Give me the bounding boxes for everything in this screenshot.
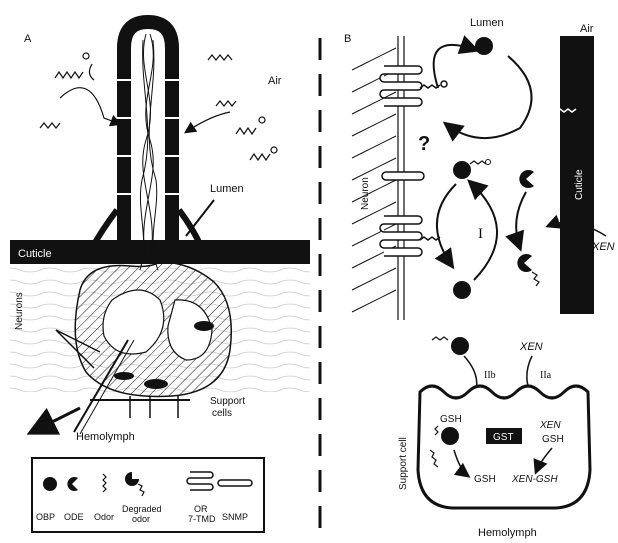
cycle-left-arrow xyxy=(437,184,456,266)
panel-b: B Neuron ? xyxy=(344,17,615,539)
air-label-a: Air xyxy=(268,75,282,87)
odor-molecules-air xyxy=(40,53,277,160)
degradation-arrow xyxy=(516,192,526,248)
gst-label: GST xyxy=(493,432,514,443)
snmp-receptor: ? xyxy=(382,133,430,180)
neuron-bodies xyxy=(56,262,231,434)
legend-ode: ODE xyxy=(64,512,84,522)
legend-obp: OBP xyxy=(36,512,55,522)
odor-entry-arrow-left xyxy=(60,88,120,124)
ode-degraded-odor xyxy=(517,254,532,272)
obp-free-bottom xyxy=(453,281,471,299)
cuticle-label: Cuticle xyxy=(18,248,52,260)
or-receptor-bottom xyxy=(380,216,440,256)
pathway-2a-label: IIa xyxy=(540,370,552,381)
cycle-right-arrow xyxy=(470,182,497,280)
dendrites xyxy=(140,34,158,270)
pathway-2b-label: IIb xyxy=(484,370,496,381)
neurons-label: Neurons xyxy=(14,292,25,330)
legend-degraded-1: Degraded xyxy=(122,504,162,514)
obp-free-top xyxy=(475,37,493,55)
cycle-roman-i: I xyxy=(478,226,483,242)
return-arrow xyxy=(446,56,532,138)
panel-a: A Cuticle xyxy=(10,22,310,443)
obp-odor-complex-lower xyxy=(451,337,469,355)
hemolymph-label-b: Hemolymph xyxy=(478,527,537,539)
lumen-label-a: Lumen xyxy=(210,183,244,195)
gsh-right: GSH xyxy=(542,434,564,445)
gsh-bottom: GSH xyxy=(474,474,496,485)
obp-icon xyxy=(43,477,57,491)
release-arrow xyxy=(434,45,476,88)
lumen-pointer xyxy=(186,200,214,236)
legend-degraded-2: odor xyxy=(132,514,150,524)
sensillum-hair xyxy=(84,22,208,262)
legend-odor: Odor xyxy=(94,512,114,522)
legend-7tmd: 7-TMD xyxy=(188,514,216,524)
lumen-label-b: Lumen xyxy=(470,17,504,29)
question-mark: ? xyxy=(418,133,430,155)
hemolymph-label-a: Hemolymph xyxy=(76,431,135,443)
cuticle-bar xyxy=(10,240,310,264)
xen-gsh-label: XEN-GSH xyxy=(511,474,558,485)
obp-in-cell xyxy=(441,427,459,445)
odor-entry-arrow-right xyxy=(186,112,230,132)
support-cell-outline xyxy=(418,386,590,508)
air-label-b: Air xyxy=(580,23,594,35)
support-cells-label-1: Support xyxy=(210,396,245,407)
xen-inner-label: XEN xyxy=(539,420,561,431)
obp-with-odor xyxy=(453,161,471,179)
support-cells-label-2: cells xyxy=(212,408,232,419)
legend-snmp: SNMP xyxy=(222,512,248,522)
panel-a-letter: A xyxy=(24,33,32,45)
xen-top-label: XEN xyxy=(519,341,543,353)
cuticle-label-b: Cuticle xyxy=(574,169,585,200)
axon-arrow xyxy=(32,408,80,432)
panel-b-letter: B xyxy=(344,33,351,45)
support-cell-label: Support cell xyxy=(398,437,409,490)
gsh-left: GSH xyxy=(440,414,462,425)
legend-or: OR xyxy=(194,504,208,514)
ode-enzyme xyxy=(519,170,534,188)
xen-entry-label: XEN xyxy=(591,241,615,253)
neuron-label: Neuron xyxy=(360,177,371,210)
legend: OBP ODE Odor Degraded odor OR 7-TMD SNMP xyxy=(32,458,264,532)
